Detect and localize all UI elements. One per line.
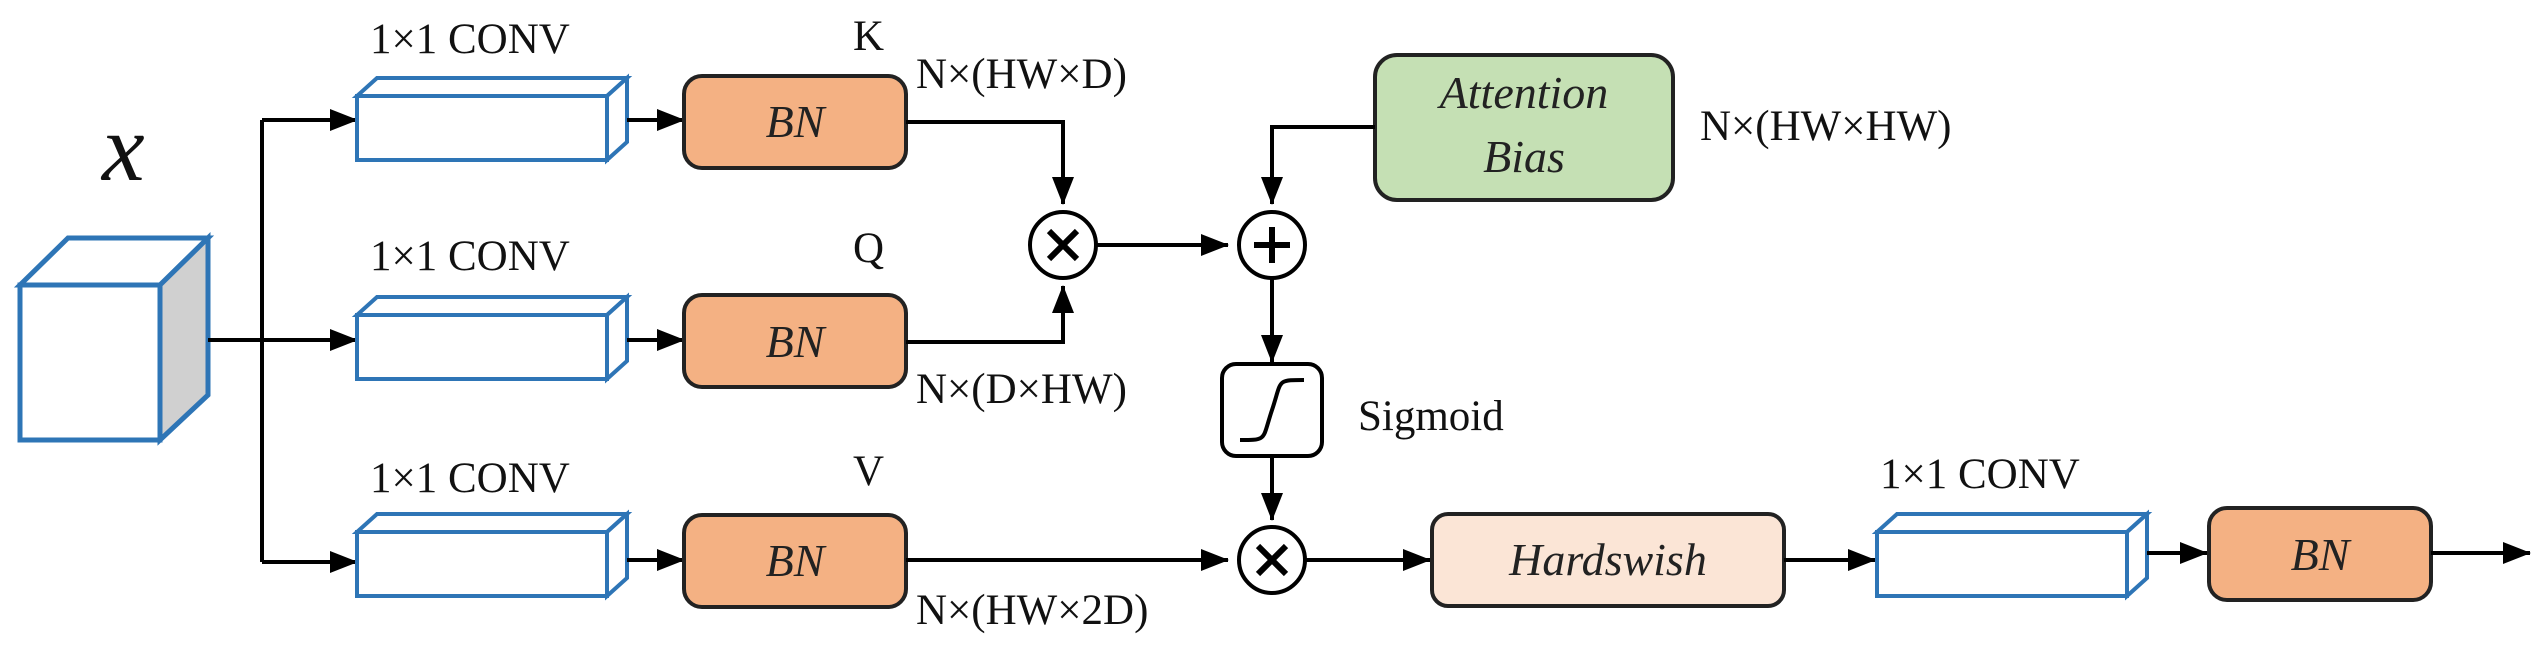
bn-label-out: BN [2291, 529, 2352, 580]
arrow-bias-to-add [1261, 125, 1375, 205]
sigmoid-icon [1220, 362, 1324, 458]
branch-name-k: K [853, 13, 884, 60]
attention-bias-line2: Bias [1483, 131, 1565, 182]
matmul-v-operator [1237, 525, 1307, 595]
shape-label-k: N×(HW×D) [916, 51, 1127, 98]
bn-label-v: BN [766, 535, 827, 586]
conv-label-q: 1×1 CONV [370, 233, 570, 280]
arrow-k-to-matmul [906, 120, 1074, 205]
input-split-lines [208, 109, 358, 573]
conv-label-v: 1×1 CONV [370, 455, 570, 502]
input-symbol: x [100, 94, 145, 201]
conv-label-k: 1×1 CONV [370, 16, 570, 63]
matmul-kq-operator [1028, 210, 1098, 280]
bn-label-k: BN [766, 96, 827, 147]
input-cube [13, 232, 215, 446]
conv-block-out [1871, 509, 2153, 601]
bn-label-q: BN [766, 316, 827, 367]
branch-name-q: Q [853, 225, 884, 272]
attention-bias-shape: N×(HW×HW) [1700, 103, 1951, 150]
add-operator [1237, 210, 1307, 280]
conv-block-q [351, 292, 633, 384]
sigmoid-label: Sigmoid [1358, 393, 1504, 440]
conv-label-out: 1×1 CONV [1880, 451, 2080, 498]
shape-label-v: N×(HW×2D) [916, 587, 1148, 634]
branch-name-v: V [853, 448, 884, 495]
hardswish-label: Hardswish [1508, 534, 1707, 585]
shape-label-q: N×(D×HW) [916, 366, 1127, 413]
conv-block-k [351, 73, 633, 165]
conv-block-v [351, 509, 633, 601]
attention-bias-line1: Attention [1437, 67, 1609, 118]
arrow-q-to-matmul [906, 285, 1074, 344]
